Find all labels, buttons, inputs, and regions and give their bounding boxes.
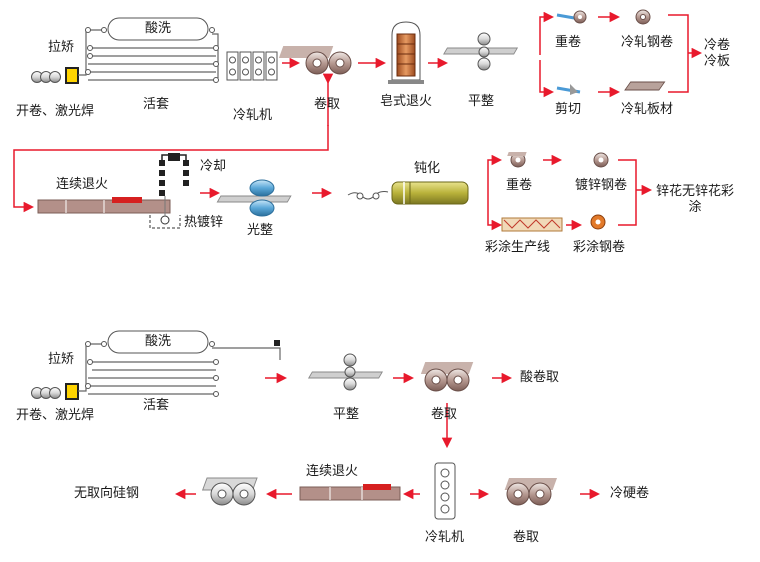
- label-recoil2: 重卷: [506, 178, 533, 193]
- color-coated-coil-icon: [590, 214, 606, 230]
- passivation-unit-icon: [391, 181, 469, 205]
- label-recoil: 重卷: [555, 35, 582, 50]
- label-cooling: 冷却: [200, 159, 227, 174]
- label-temper: 平整: [468, 94, 495, 109]
- label-skin-pass: 光整: [247, 223, 274, 238]
- coiler-icon-bottom: [420, 362, 474, 392]
- laser-welder-icon: [65, 67, 79, 84]
- uncoiler-icon: [31, 71, 61, 83]
- label-pickling-bottom: 酸洗: [145, 334, 172, 349]
- continuous-annealing-furnace-icon: [37, 197, 171, 214]
- label-cold-mill: 冷轧机: [233, 108, 273, 123]
- non-oriented-coiler-icon: [201, 477, 258, 506]
- label-pickling: 酸洗: [145, 21, 172, 36]
- strip-rollers: [347, 191, 389, 200]
- label-looper: 活套: [143, 97, 170, 112]
- shear-icon: [556, 84, 581, 95]
- label-galv-coil: 镀锌钢卷: [575, 178, 628, 193]
- looper-strip: [78, 29, 219, 81]
- label-output-zinc: 锌花无锌花彩涂: [655, 184, 734, 215]
- label-tension-leveler: 拉矫: [48, 40, 75, 55]
- label-tension-leveler-bottom: 拉矫: [48, 352, 75, 367]
- label-color-line: 彩涂生产线: [485, 240, 551, 255]
- cold-mill-icon: [226, 51, 278, 81]
- label-non-oriented: 无取向硅钢: [74, 486, 140, 501]
- label-bell-annealing: 皂式退火: [380, 94, 433, 109]
- label-uncoil-weld-bottom: 开卷、激光焊: [16, 408, 95, 423]
- label-cold-mill-bottom: 冷轧机: [425, 530, 465, 545]
- laser-welder-icon-bottom: [65, 383, 79, 400]
- looper-strip-bottom: [78, 343, 281, 395]
- bell-annealing-furnace-icon: [388, 21, 424, 84]
- label-passivation: 钝化: [414, 161, 441, 176]
- label-cold-coil: 冷轧钢卷: [621, 35, 674, 50]
- label-coiling: 卷取: [314, 97, 341, 112]
- label-continuous-annealing: 连续退火: [56, 177, 109, 192]
- label-color-coil: 彩涂钢卷: [573, 240, 626, 255]
- temper-mill-icon-bottom: [307, 353, 384, 391]
- continuous-annealing-furnace-icon-bottom: [299, 484, 401, 501]
- cold-mill-icon-bottom: [434, 462, 456, 520]
- color-coating-line-icon: [501, 217, 563, 232]
- label-continuous-annealing-bottom: 连续退火: [306, 464, 359, 479]
- temper-mill-icon: [443, 32, 519, 71]
- label-acid-coil: 酸卷取: [520, 370, 560, 385]
- label-looper-bottom: 活套: [143, 398, 170, 413]
- coiler2-icon-bottom: [504, 478, 558, 506]
- label-cold-sheet: 冷轧板材: [621, 102, 674, 117]
- pickling-tank-bottom: [107, 330, 209, 354]
- label-coiling2-bottom: 卷取: [513, 530, 540, 545]
- skin-pass-mill-icon: [216, 179, 292, 217]
- label-shear: 剪切: [555, 102, 582, 117]
- label-hot-dip-galv: 热镀锌: [184, 215, 224, 230]
- recoil-icon: [556, 10, 587, 24]
- pickling-tank: [107, 17, 209, 41]
- label-coiling-bottom: 卷取: [431, 407, 458, 422]
- cold-coil-icon: [635, 9, 651, 25]
- label-hard-coil: 冷硬卷: [610, 486, 650, 501]
- cooling-tower-icon: [159, 153, 189, 196]
- label-temper-bottom: 平整: [333, 407, 360, 422]
- label-uncoil-weld: 开卷、激光焊: [16, 104, 95, 119]
- cold-sheet-icon: [624, 81, 666, 91]
- uncoiler-icon-bottom: [31, 387, 61, 399]
- label-output-cold: 冷卷冷板: [704, 38, 731, 69]
- coiler-icon: [278, 46, 352, 75]
- galvanizing-pot-icon: [149, 196, 181, 229]
- recoil-coil-icon: [507, 152, 527, 168]
- galvanized-coil-icon: [593, 152, 609, 168]
